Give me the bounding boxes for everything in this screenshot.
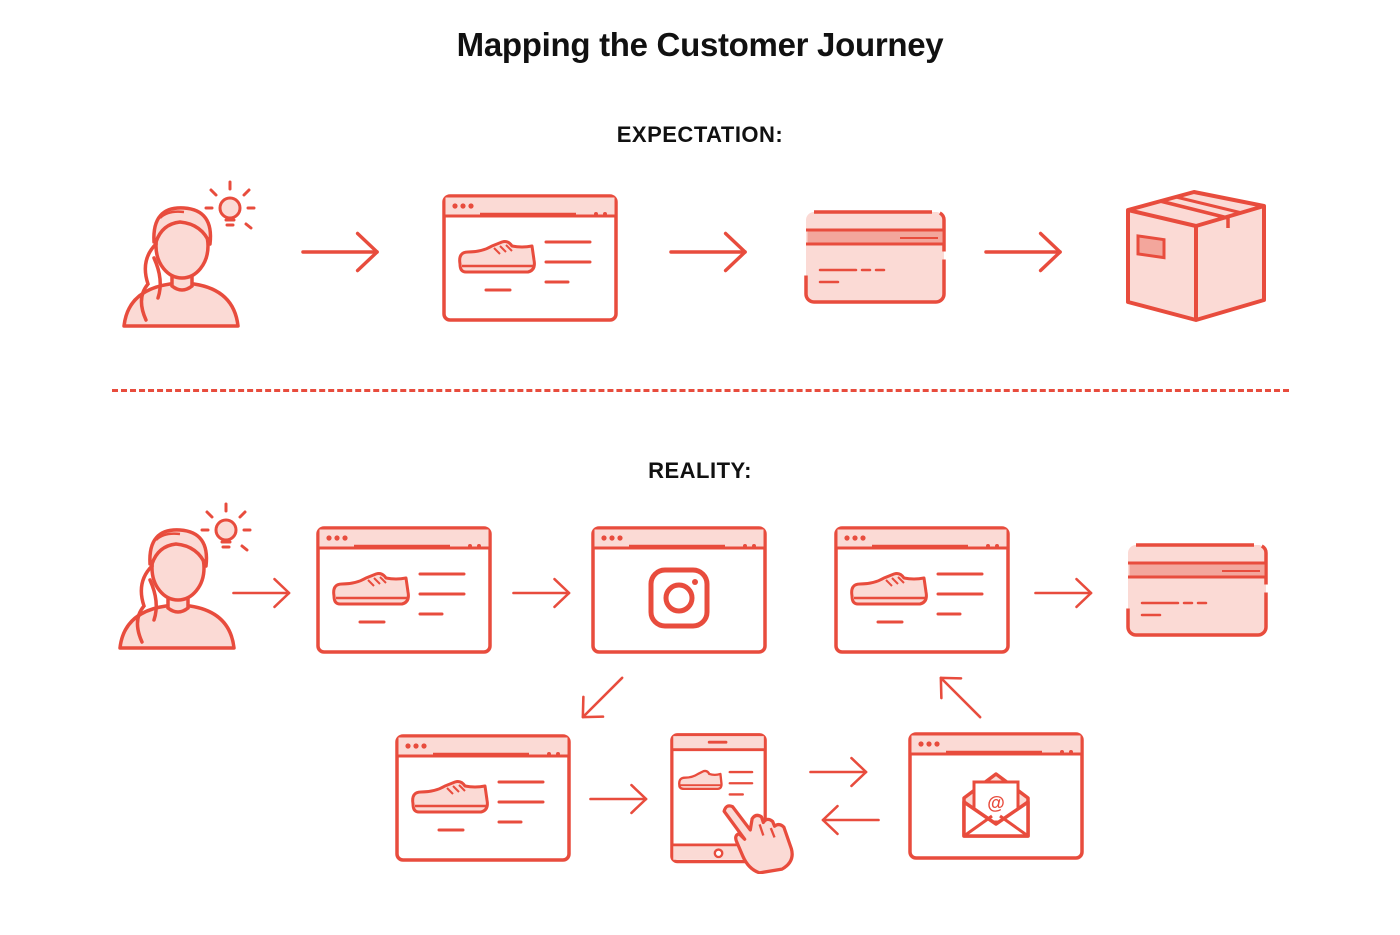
- tablet-tap-icon: [670, 732, 794, 874]
- browser-sneaker-product-icon: [316, 526, 492, 654]
- delivery-box-icon: [1126, 190, 1266, 322]
- diagram-title: Mapping the Customer Journey: [456, 26, 944, 63]
- arrow-icon: [301, 231, 379, 273]
- browser-email-icon: [908, 732, 1084, 860]
- customer-with-idea-icon: [118, 502, 252, 650]
- arrow-icon: [588, 783, 648, 815]
- arrow-icon: [821, 804, 881, 836]
- credit-card-icon: [1126, 543, 1268, 637]
- arrow-icon: [669, 231, 747, 273]
- browser-instagram-icon: [593, 528, 765, 652]
- arrow-icon: [511, 577, 571, 609]
- browser-sneaker-product-icon: [395, 734, 571, 862]
- arrow-icon: [929, 666, 992, 729]
- credit-card-icon: [804, 210, 946, 304]
- browser-sneaker-product-icon: [442, 194, 618, 322]
- arrow-icon: [1033, 577, 1093, 609]
- arrow-icon: [571, 666, 634, 729]
- expectation-label: EXPECTATION:: [616, 122, 784, 147]
- arrow-icon: [984, 231, 1062, 273]
- section-divider: [112, 389, 1289, 392]
- customer-with-idea-icon: [122, 180, 256, 328]
- reality-label: REALITY:: [648, 458, 752, 483]
- arrow-icon: [231, 577, 291, 609]
- browser-sneaker-product-icon: [834, 526, 1010, 654]
- arrow-icon: [808, 756, 868, 788]
